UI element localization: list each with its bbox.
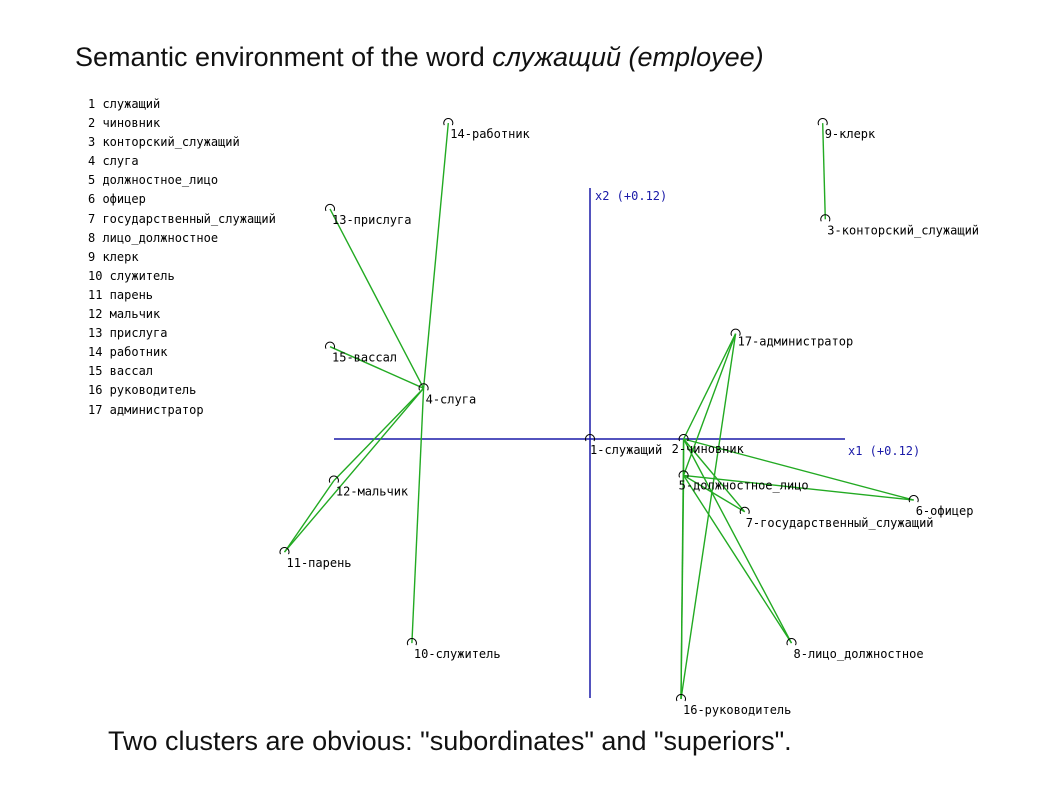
point-label: 10-служитель (414, 647, 501, 661)
legend-item: 16 руководитель (88, 383, 197, 398)
legend-item: 2 чиновник (88, 116, 161, 131)
edge-line (680, 333, 737, 700)
legend-item: 1 служащий (88, 97, 161, 111)
edge-line (683, 475, 793, 644)
point-marker (443, 118, 454, 126)
point-label: 7-государственный_служащий (746, 516, 934, 530)
point-marker (406, 638, 417, 646)
edge-line (682, 438, 793, 644)
point-label: 4-слуга (426, 392, 477, 406)
point-label: 1-служащий (590, 443, 662, 457)
point-marker (279, 547, 290, 555)
legend-item: 3 конторский_служащий (88, 135, 240, 150)
edge-line (329, 346, 424, 389)
edge-line (422, 123, 449, 389)
edge-line (683, 474, 914, 501)
point-label: 2-чиновник (672, 442, 745, 456)
title-text: Semantic environment of the word (75, 42, 493, 72)
legend-item: 10 служитель (88, 268, 175, 283)
point-label: 11-парень (287, 556, 352, 570)
legend-item: 17 администратор (88, 402, 204, 417)
edge-line (329, 208, 425, 389)
point-label: 15-вассал (332, 351, 397, 365)
legend-item: 7 государственный_служащий (88, 211, 276, 226)
caption: Two clusters are obvious: "subordinates"… (108, 726, 792, 756)
legend-item: 6 офицер (88, 192, 146, 207)
point-label: 6-офицер (916, 504, 974, 518)
point-marker (585, 434, 595, 442)
legend-item: 9 клерк (88, 249, 139, 264)
x-axis-label: x1 (+0.12) (848, 444, 920, 458)
legend-item: 4 слуга (88, 154, 139, 169)
edge-line (411, 388, 425, 644)
legend-item: 12 мальчик (88, 307, 161, 322)
legend-item: 8 лицо_должностное (88, 230, 219, 245)
point-marker (418, 383, 429, 391)
point-marker (739, 506, 750, 515)
edge-line (682, 333, 737, 440)
point-label: 3-конторский_служащий (827, 223, 979, 237)
legend-item: 13 прислуга (88, 326, 168, 341)
edge-line (683, 438, 746, 513)
y-axis-label: x2 (+0.12) (595, 189, 667, 203)
legend-item: 5 должностное_лицо (88, 173, 219, 188)
point-label: 14-работник (450, 127, 530, 141)
edge-line (682, 333, 737, 476)
point-label: 16-руководитель (683, 703, 791, 717)
edge-line (283, 387, 425, 553)
point-label: 5-должностное_лицо (679, 478, 809, 492)
point-marker (325, 341, 335, 349)
legend-item: 11 парень (88, 287, 154, 302)
edge-line (822, 123, 826, 220)
point-label: 9-клерк (825, 127, 876, 141)
point-marker (676, 694, 686, 702)
point-marker (786, 638, 797, 646)
chart-title: Semantic environment of the word служащи… (75, 42, 764, 73)
edge-line (683, 474, 746, 513)
point-marker (678, 434, 689, 442)
legend-item: 14 работник (88, 345, 168, 360)
title-word: служащий (employee) (492, 42, 764, 72)
point-marker (328, 475, 339, 483)
point-label: 13-прислуга (332, 213, 411, 227)
edge-line (683, 438, 914, 501)
edge-line (283, 480, 335, 553)
edge-line (680, 475, 685, 700)
point-marker (325, 203, 335, 212)
point-marker (820, 214, 831, 222)
legend-item: 15 вассал (88, 364, 154, 379)
legend: 1 служащий 2 чиновник 3 конторский_служа… (88, 95, 276, 420)
point-marker (817, 118, 828, 126)
point-marker (908, 495, 919, 503)
point-label: 8-лицо_должностное (794, 647, 924, 661)
point-marker (730, 328, 741, 336)
point-marker (678, 470, 689, 478)
point-label: 12-мальчик (336, 485, 409, 499)
point-label: 17-администратор (738, 335, 854, 349)
edge-line (333, 387, 425, 482)
